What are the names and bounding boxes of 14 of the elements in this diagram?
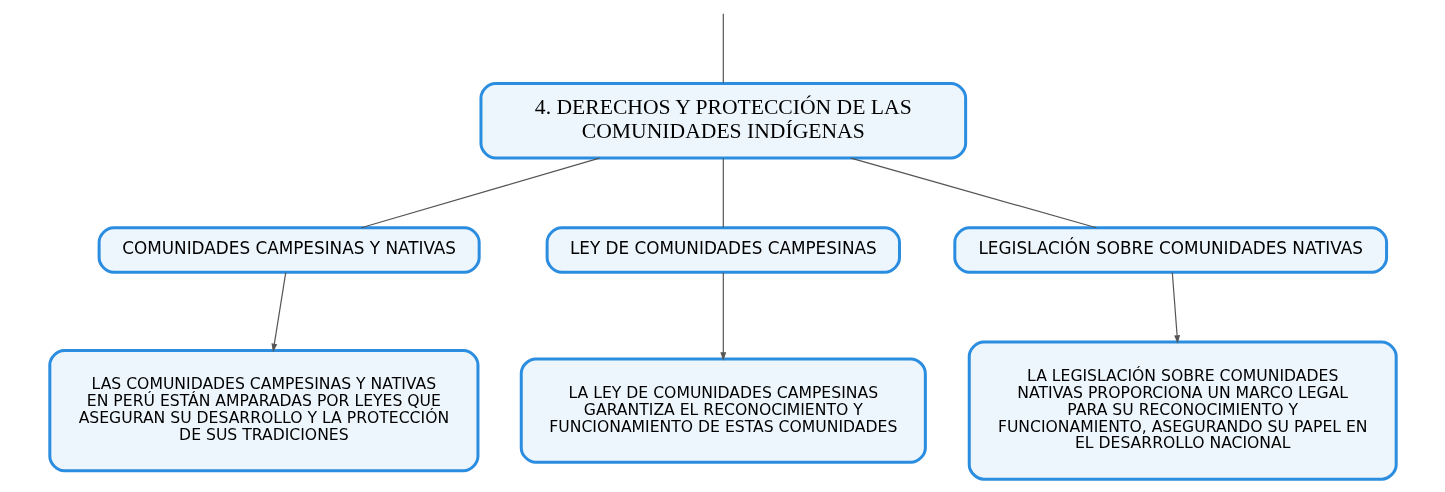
node-box: LEY DE COMUNIDADES CAMPESINAS [545,226,901,274]
node-box: LA LEY DE COMUNIDADES CAMPESINAS GARANTIZA EL RECONOCIMIENTO Y FUNCIONAMIENTO DE ESTAS COMUNIDADES [519,357,927,464]
node-box: 4. DERECHOS Y PROTECCIÓN DE LAS COMUNIDADES INDÍGENAS [478,81,967,160]
node-box: LEGISLACIÓN SOBRE COMUNIDADES NATIVAS [952,226,1388,274]
node-box: LA LEGISLACIÓN SOBRE COMUNIDADES NATIVAS PROPORCIONA UN MARCO LEGAL PARA SU RECONOCIMIENTO Y FUNCIONAMIENTO, ASEGURANDO SU PAPEL EN EL DESARROLLO NACIONAL [967,340,1398,481]
node-box: COMUNIDADES CAMPESINAS Y NATIVAS [97,226,481,274]
arrow [719,271,726,361]
arrow [1171,271,1180,344]
connector [849,157,1097,229]
connector [360,157,600,229]
connector [722,157,724,229]
arrow [270,271,286,353]
node-box: LAS COMUNIDADES CAMPESINAS Y NATIVAS EN PERÚ ESTÁN AMPARADAS POR LEYES QUE ASEGURAN SU DESARROLLO Y LA PROTECCIÓN DE SUS TRADICIONES [47,348,479,473]
connector [722,13,724,84]
